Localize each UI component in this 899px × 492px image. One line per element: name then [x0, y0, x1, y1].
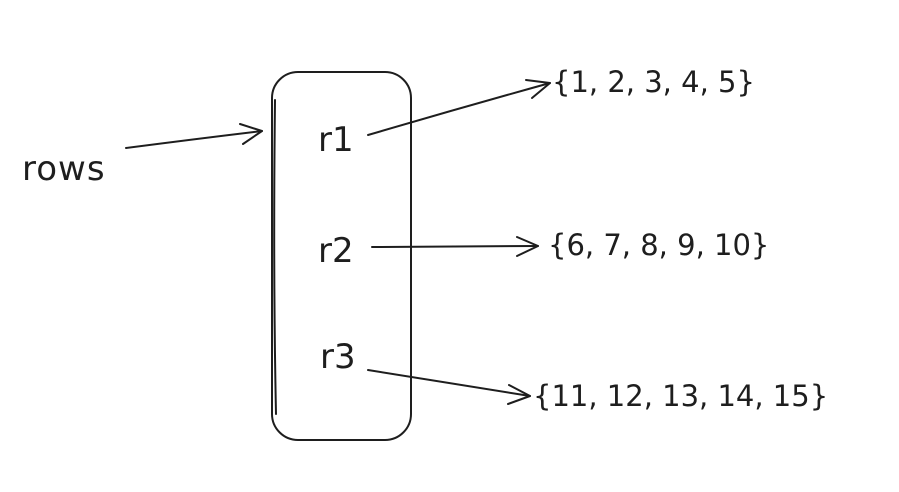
rows-container — [271, 71, 412, 441]
row-set-r1: {1, 2, 3, 4, 5} — [552, 65, 755, 99]
row-arrow-r2 — [371, 236, 539, 257]
row-set-r3: {11, 12, 13, 14, 15} — [533, 379, 828, 413]
row-label-r3: r3 — [320, 337, 356, 377]
row-set-r2: {6, 7, 8, 9, 10} — [548, 228, 769, 262]
row-label-r2: r2 — [318, 231, 354, 271]
rows-label: rows — [22, 149, 106, 189]
row-arrow-r1 — [367, 79, 551, 136]
row-label-r1: r1 — [318, 120, 354, 160]
row-arrow-r3 — [367, 369, 531, 405]
rows-arrow — [125, 123, 263, 149]
